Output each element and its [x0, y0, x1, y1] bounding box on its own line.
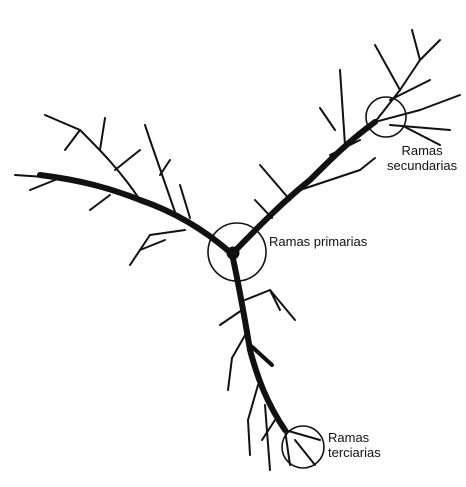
label-secondary-branches: Ramas secundarias — [387, 143, 457, 173]
label-primary-branches: Ramas primarias — [269, 234, 367, 249]
branches-lower — [220, 290, 320, 470]
label-tertiary-branches: Ramas terciarias — [328, 430, 381, 460]
branches-upper-right — [255, 30, 460, 218]
branch-junction — [227, 247, 239, 259]
label-secondary-line2: secundarias — [387, 158, 457, 173]
secondary-circle — [366, 97, 406, 137]
label-secondary-line1: Ramas — [387, 143, 457, 158]
primary-branch-left — [40, 175, 232, 254]
label-tertiary-line1: Ramas — [328, 430, 381, 445]
label-tertiary-line2: terciarias — [328, 445, 381, 460]
